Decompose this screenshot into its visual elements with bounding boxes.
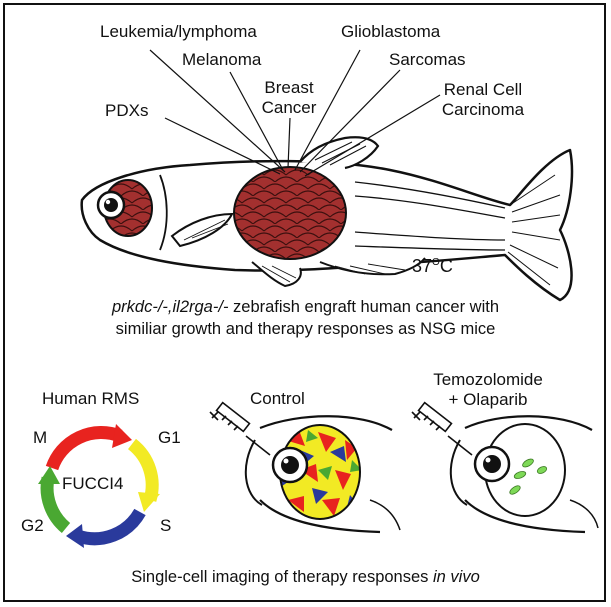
label-breast-cancer: Breast Cancer [261, 78, 317, 117]
treated-fish [449, 415, 599, 534]
top-caption-line2: similiar growth and therapy responses as… [115, 320, 496, 338]
phase-s: S [160, 516, 172, 535]
phase-g2: G2 [21, 516, 44, 535]
fucci-cycle [38, 424, 160, 548]
label-sarcomas: Sarcomas [389, 50, 466, 69]
bottom-caption: Single-cell imaging of therapy responses… [131, 568, 480, 586]
body-tumor [233, 166, 347, 260]
fucci-label: FUCCI4 [62, 474, 124, 493]
label-glioblastoma: Glioblastoma [341, 22, 441, 41]
label-control: Control [250, 389, 305, 408]
label-leukemia: Leukemia/lymphoma [100, 22, 257, 41]
phase-g1: G1 [158, 428, 181, 447]
label-melanoma: Melanoma [182, 50, 262, 69]
top-caption-line1: prkdc-/-,il2rga-/- zebrafish engraft hum… [112, 298, 499, 316]
label-human-rms: Human RMS [42, 389, 140, 408]
label-treatment: Temozolomide + Olaparib [433, 370, 543, 409]
leader-lines [149, 49, 441, 177]
phase-m: M [33, 428, 48, 447]
label-renal-cell-carcinoma: Renal Cell Carcinoma [441, 80, 525, 119]
control-syringe-icon [209, 401, 271, 456]
control-fish [244, 415, 401, 534]
treated-syringe-icon [411, 401, 473, 456]
temperature-label: 37OC [412, 256, 453, 276]
residual-cells [509, 458, 548, 495]
label-pdxs: PDXs [105, 101, 149, 120]
